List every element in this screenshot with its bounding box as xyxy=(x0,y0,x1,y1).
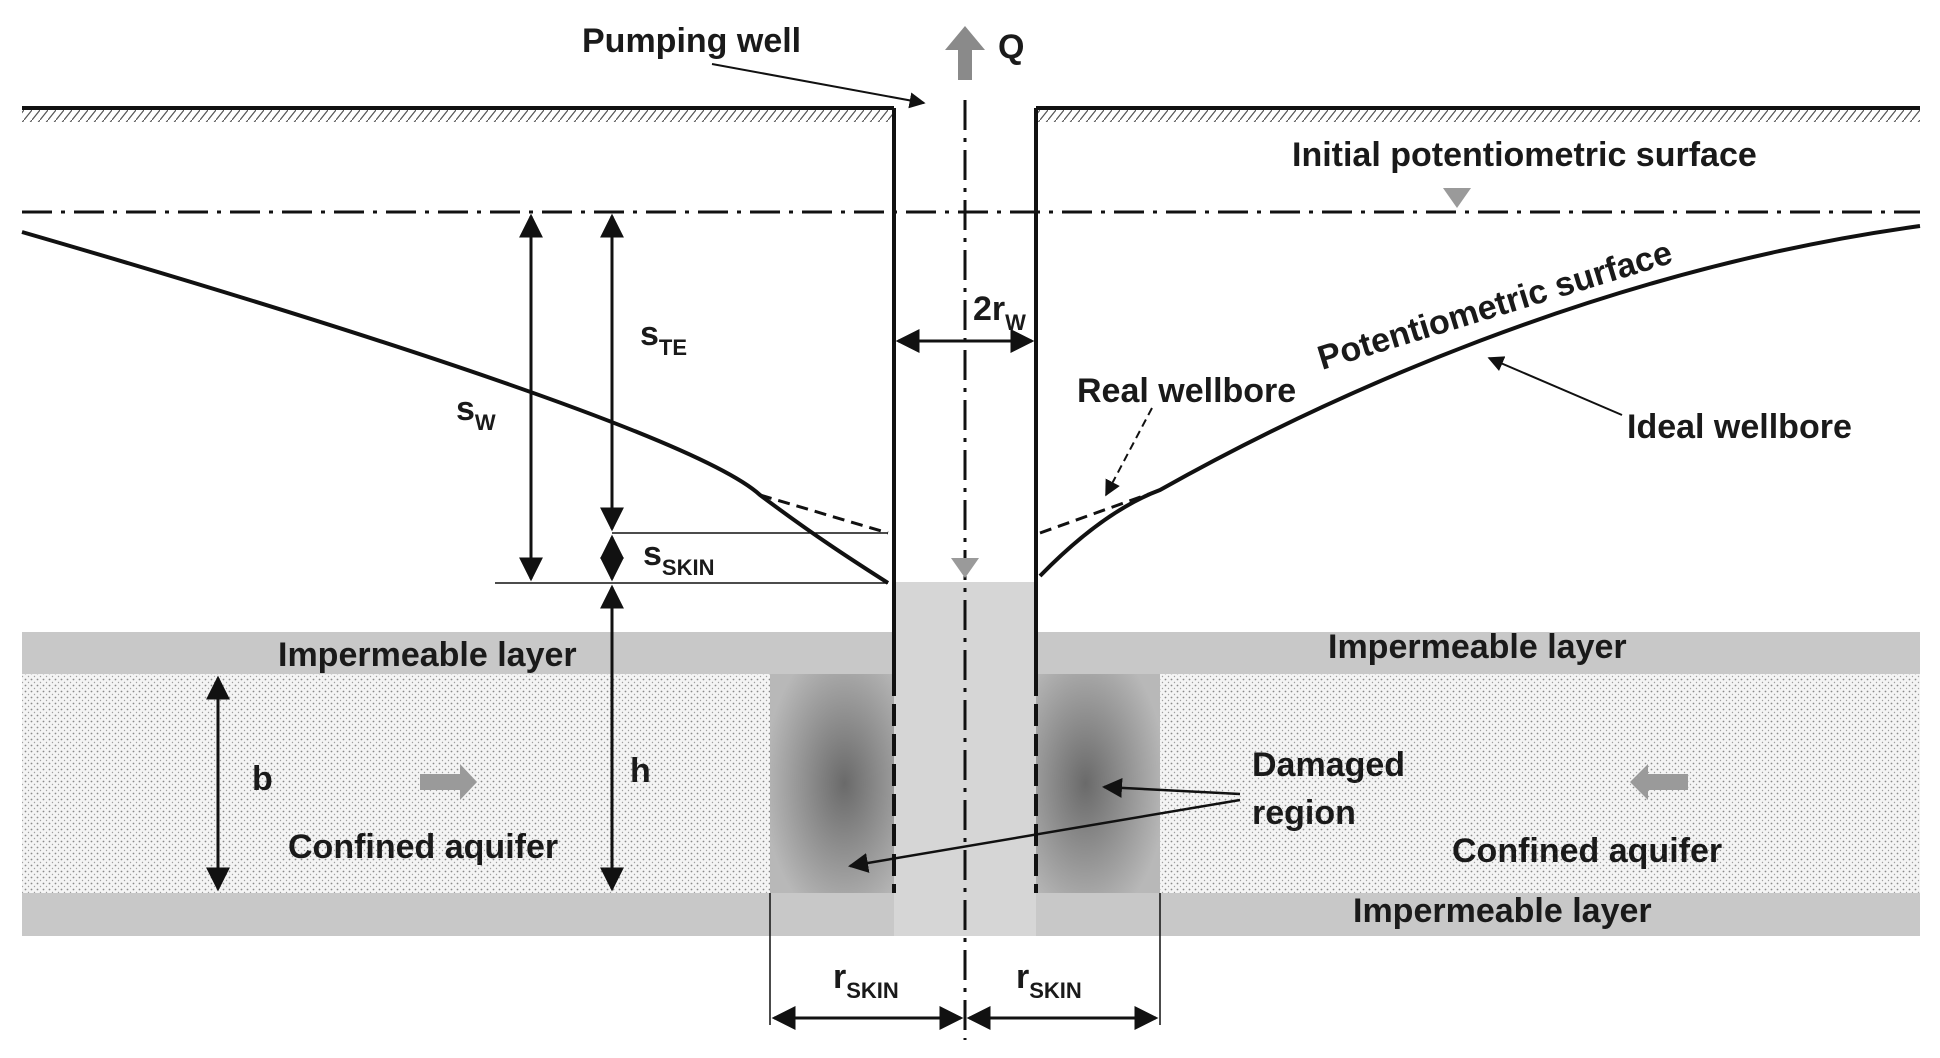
damaged-region-left xyxy=(770,674,894,893)
impermeable-layer-top-right xyxy=(1036,632,1920,674)
confined-aquifer-left xyxy=(22,674,770,893)
ideal-wellbore-leader xyxy=(1487,356,1623,416)
impermeable-layer-label-bottom: Impermeable layer xyxy=(1353,892,1652,930)
pumping-well-leader xyxy=(711,63,926,109)
sw-label: sW xyxy=(456,390,496,435)
pumping-well-label: Pumping well xyxy=(582,22,801,60)
h-label: h xyxy=(630,752,651,790)
well-level-triangle xyxy=(951,558,979,578)
damaged-region-right xyxy=(1036,674,1160,893)
damaged-region-label-line1: Damaged xyxy=(1252,746,1405,784)
damaged-region-leader-right xyxy=(1102,777,1241,798)
impermeable-layer-top-left xyxy=(22,632,894,674)
damaged-region-label-line2: region xyxy=(1252,794,1356,832)
ste-label: sTE xyxy=(640,315,687,360)
damaged-region-leader-left xyxy=(848,798,1241,873)
real-wellbore-label: Real wellbore xyxy=(1077,372,1296,410)
right-drawdown-curve xyxy=(1038,224,1921,578)
ideal-wellbore-label: Ideal wellbore xyxy=(1627,408,1852,446)
left-ideal-wellbore-dashed xyxy=(759,493,889,535)
q-label: Q xyxy=(998,28,1024,66)
rskin-right-label: rSKIN xyxy=(1016,958,1082,1003)
potentiometric-surface-label: Potentiometric surface xyxy=(1313,234,1676,378)
real-wellbore-leader xyxy=(1105,407,1153,497)
confined-aquifer-label-right: Confined aquifer xyxy=(1452,832,1722,870)
discharge-arrow-icon xyxy=(945,26,985,80)
ground-surface xyxy=(22,106,1920,122)
initial-surface-triangle xyxy=(1443,188,1471,208)
right-ideal-wellbore-dashed xyxy=(1039,488,1161,535)
impermeable-layer-label-left: Impermeable layer xyxy=(278,636,577,674)
confined-aquifer-right xyxy=(1160,674,1920,893)
confined-aquifer-label-left: Confined aquifer xyxy=(288,828,558,866)
b-label: b xyxy=(252,760,273,798)
flow-arrow-left-icon xyxy=(1630,764,1688,800)
left-drawdown-curve xyxy=(21,230,890,585)
initial-surface-label: Initial potentiometric surface xyxy=(1292,136,1757,174)
impermeable-layer-label-right: Impermeable layer xyxy=(1328,628,1627,666)
sskin-label: sSKIN xyxy=(643,535,714,580)
two-rw-label: 2rW xyxy=(973,290,1026,335)
flow-arrow-right-icon xyxy=(420,764,477,800)
well-casing xyxy=(892,108,1038,893)
rskin-left-label: rSKIN xyxy=(833,958,899,1003)
